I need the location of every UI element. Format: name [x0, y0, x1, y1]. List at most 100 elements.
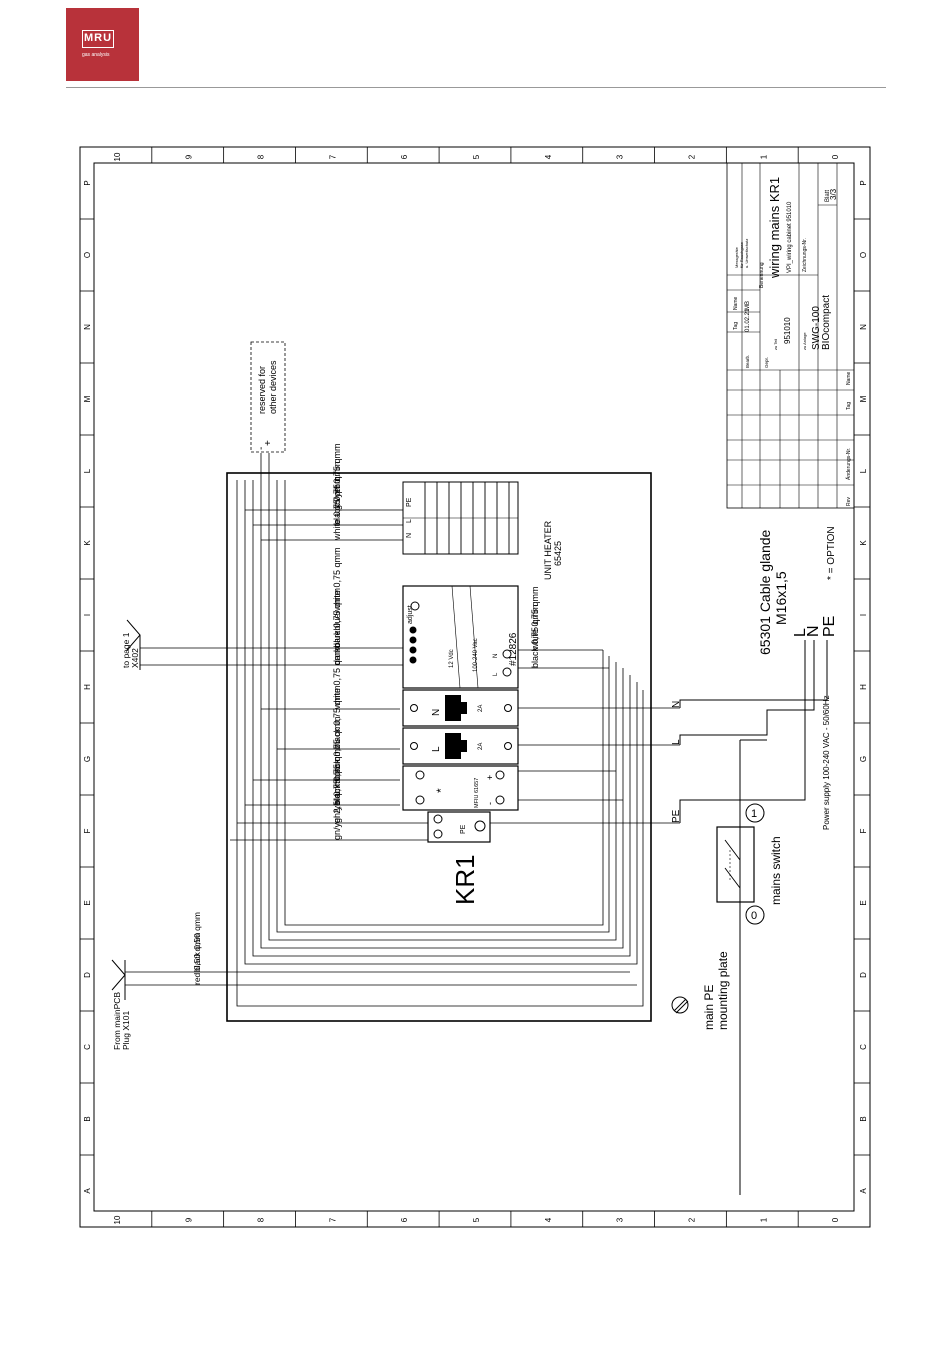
internal-wires	[125, 453, 680, 1007]
heater-n-terminal: N	[406, 533, 413, 538]
relay-minus: -	[485, 802, 495, 805]
gland-pe-label: PE	[821, 616, 838, 637]
frame-column-label: 0	[831, 154, 840, 159]
frame-row-label: M	[859, 395, 868, 402]
mounting-plate-outline	[226, 472, 652, 1022]
wire-label-relay-black2: black 0,75 qmm	[332, 741, 342, 805]
frame-column-label: 6	[400, 154, 409, 159]
title-block-company2: für Rauchgase	[739, 241, 744, 268]
incoming-power-lines	[679, 640, 828, 1195]
frame-row-label: O	[83, 252, 92, 258]
frame-row-label: A	[859, 1188, 868, 1194]
breaker-l-label: L	[431, 746, 442, 752]
frame-row-label: E	[859, 900, 868, 905]
psu-adjust-screw	[410, 601, 420, 611]
frame-row-label: L	[83, 468, 92, 473]
psu-input-terminal	[502, 649, 512, 659]
frame-column-label: 10	[113, 1215, 122, 1224]
title-block-aenderungs-nr: Änderungs-Nr.	[845, 448, 852, 480]
psu-l-terminal: L	[493, 672, 499, 676]
power-supply-unit: #12826 12 Vdc 100-240 Vac adjust N L	[402, 585, 519, 689]
frame-column-label: 4	[544, 154, 553, 159]
mains-switch: 1 0 mains switch	[716, 803, 783, 925]
wire-label-relay-black1: black 0,75 qmm	[332, 716, 342, 780]
title-block-col-name: Name	[733, 296, 739, 310]
mains-switch-label: mains switch	[769, 836, 783, 905]
reserved-label: reserved for	[257, 366, 267, 414]
heater-l-terminal: L	[406, 519, 413, 523]
incoming-l-label: L	[671, 739, 682, 745]
frame-row-label: F	[83, 828, 92, 833]
mounting-plate-label: mounting plate	[716, 951, 730, 1030]
frame-row-label: P	[859, 180, 868, 185]
wire-label-heater-white: white 0,75 qmm	[332, 476, 342, 541]
frame-column-label: 10	[113, 152, 122, 161]
title-block-rev-name: Name	[846, 371, 852, 385]
power-supply-label: Power supply 100-240 VAC - 50/60Hz	[822, 695, 831, 830]
title-block-rev-tag: Tag	[846, 402, 852, 410]
wire-label-red-050: red 0,50 qmm	[192, 933, 202, 985]
title-block-zeichnungs-nr: Zeichnungs-Nr.	[802, 238, 808, 272]
heater-pe-terminal: PE	[406, 497, 413, 507]
title-block-company1: Messgeräte	[734, 246, 739, 268]
title-block-product2: BIOcompact	[821, 295, 832, 350]
frame-row-label: M	[83, 395, 92, 402]
frame-column-label: 2	[687, 1217, 696, 1222]
title-block-benennung: Benennung	[759, 262, 765, 288]
unit-heater-number: 65425	[553, 541, 563, 566]
company-logo: MRU gas analysis	[66, 8, 139, 81]
wire-label-psu-white: white 0,75 qmm	[530, 586, 540, 651]
psu-number: #12826	[508, 632, 519, 666]
relay-module: * MFIU 61657 + -	[402, 765, 519, 811]
mains-switch-on-indicator	[745, 803, 765, 823]
wire-label-black-050: black 0,50 qmm	[192, 912, 202, 972]
gland-n-label: N	[805, 625, 822, 637]
title-block-rev: Rev	[846, 497, 852, 506]
title-block-col-tag: Tag	[733, 322, 739, 330]
psu-adjust-label: adjust	[407, 605, 414, 624]
title-block: wiring mains KR1 VPI_wiring cabinet 9510…	[726, 162, 855, 509]
reserved-minus: -	[256, 447, 267, 450]
frame-row-label: P	[83, 180, 92, 185]
breaker-n-rating: 2A	[478, 705, 484, 712]
gland-l-label: L	[792, 628, 809, 637]
frame-row-label: G	[83, 756, 92, 762]
other-devices-label: other devices	[268, 360, 278, 414]
unit-heater: UNIT HEATER 65425 PE L N	[402, 481, 563, 580]
incoming-n-label: N	[671, 701, 682, 708]
cable-gland-label: 65301 Cable glande	[757, 529, 773, 655]
frame-row-label: O	[859, 252, 868, 258]
relay-option-mark: *	[434, 788, 448, 793]
wire-label-breaker-white: white 0,75 qmm	[332, 645, 342, 710]
frame-row-label: C	[859, 1044, 868, 1050]
relay-plus: +	[485, 775, 495, 780]
frame-column-label: 5	[472, 154, 481, 159]
psu-output-terminal	[409, 656, 417, 664]
frame-row-label: F	[859, 828, 868, 833]
frame-row-label: D	[859, 972, 868, 978]
title-block-row-bearb: Bearb.	[745, 355, 750, 368]
wire-label-heater-black: black 0,75 qmm	[332, 461, 342, 525]
psu-dc-output: 12 Vdc	[449, 649, 455, 668]
title-block-doc-number: 951010	[783, 317, 792, 344]
frame-column-label: 2	[687, 154, 696, 159]
frame-column-label: 9	[185, 1217, 194, 1222]
psu-output-terminal	[409, 636, 417, 644]
logo-text: MRU	[84, 32, 113, 44]
title-block-company3: u. Umweltschutz	[744, 239, 749, 268]
frame-row-label: B	[859, 1116, 868, 1121]
psu-output-terminal	[409, 646, 417, 654]
title-block-sheet: 3/3	[829, 188, 838, 200]
frame-row-label: G	[859, 756, 868, 762]
connector-x101	[111, 959, 126, 1000]
title-block-date: 01.02.21	[745, 308, 751, 332]
frame-row-label: D	[83, 972, 92, 978]
title-block-subtitle: VPI_wiring cabinet 951010	[787, 201, 793, 273]
frame-row-label: B	[83, 1116, 92, 1121]
frame-ticks	[80, 147, 870, 1227]
frame-row-label: H	[859, 684, 868, 690]
frame-row-label: E	[83, 900, 92, 905]
